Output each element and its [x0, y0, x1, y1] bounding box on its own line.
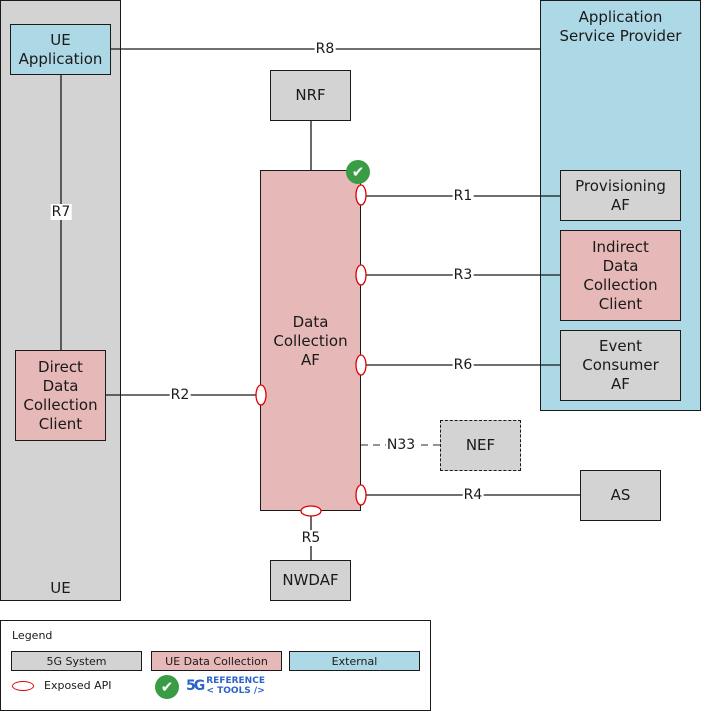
ue-application-line2: Application	[18, 49, 103, 68]
legend-check-glyph: ✔	[160, 678, 174, 696]
dcaf-line3: AF	[301, 351, 320, 369]
legend-ue-data-collection: UE Data Collection	[151, 651, 282, 671]
legend-external-label: External	[331, 654, 378, 668]
legend-ue-data-collection-label: UE Data Collection	[165, 654, 268, 668]
logo-line2: < TOOLS />	[206, 686, 265, 696]
logo-line1: REFERENCE	[206, 676, 265, 686]
provisioning-af-node: Provisioning AF	[560, 170, 681, 221]
direct-client-line2: Data	[42, 376, 79, 395]
legend-5g-system-label: 5G System	[46, 654, 107, 668]
legend-exposed-api: Exposed API	[12, 679, 112, 692]
interface-r6-label: R6	[452, 357, 474, 373]
legend-exposed-api-label: Exposed API	[44, 679, 112, 692]
indirect-client-line1: Indirect	[592, 237, 649, 256]
dcaf-line2: Collection	[273, 332, 348, 350]
as-node: AS	[580, 470, 661, 521]
provisioning-af-line1: Provisioning	[575, 176, 666, 195]
interface-r3-label: R3	[452, 267, 474, 283]
direct-client-line3: Collection	[23, 395, 98, 414]
check-badge-icon: ✔	[346, 160, 370, 184]
nrf-node: NRF	[270, 70, 351, 121]
exposed-api-oval-icon	[12, 680, 34, 691]
indirect-data-collection-client-node: Indirect Data Collection Client	[560, 230, 681, 321]
reference-tools-logo: 5G REFERENCE < TOOLS />	[186, 676, 265, 696]
interface-r5-label: R5	[300, 530, 322, 546]
provisioning-af-line2: AF	[611, 195, 630, 214]
legend-external: External	[289, 651, 420, 671]
indirect-client-line2: Data	[602, 256, 639, 275]
legend-check-icon: ✔	[155, 675, 179, 699]
ue-region-label: UE	[50, 579, 71, 597]
nwdaf-node: NWDAF	[270, 560, 351, 601]
event-consumer-line3: AF	[611, 375, 630, 393]
indirect-client-line3: Collection	[583, 275, 658, 294]
nef-label: NEF	[465, 436, 496, 454]
event-consumer-af-node: Event Consumer AF	[560, 330, 681, 401]
interface-r2-label: R2	[169, 387, 191, 403]
data-collection-af-node: Data Collection AF	[260, 170, 361, 511]
ue-region: UE	[0, 0, 121, 601]
direct-data-collection-client-node: Direct Data Collection Client	[15, 350, 106, 441]
interface-r7-label: R7	[50, 204, 72, 220]
event-consumer-line2: Consumer	[582, 356, 659, 374]
nef-node: NEF	[440, 420, 521, 471]
direct-client-line1: Direct	[38, 357, 83, 376]
check-glyph: ✔	[351, 163, 365, 181]
nwdaf-label: NWDAF	[282, 571, 339, 589]
interface-r8-label: R8	[314, 41, 336, 57]
ue-application-node: UE Application	[10, 24, 111, 75]
event-consumer-line1: Event	[599, 337, 642, 355]
logo-mark-icon: 5G	[186, 678, 205, 694]
interface-n33-label: N33	[385, 437, 417, 453]
as-label: AS	[610, 486, 631, 504]
dcaf-line1: Data	[292, 313, 329, 331]
legend-title: Legend	[12, 629, 53, 642]
ue-application-line1: UE	[50, 30, 71, 49]
direct-client-line4: Client	[38, 414, 83, 433]
indirect-client-line4: Client	[598, 294, 643, 313]
legend: Legend 5G System UE Data Collection Exte…	[0, 620, 431, 711]
interface-r4-label: R4	[462, 487, 484, 503]
interface-r1-label: R1	[452, 188, 474, 204]
nrf-label: NRF	[295, 86, 326, 104]
legend-5g-system: 5G System	[11, 651, 142, 671]
asp-title-line2: Service Provider	[559, 27, 682, 45]
asp-title-line1: Application	[578, 8, 663, 26]
